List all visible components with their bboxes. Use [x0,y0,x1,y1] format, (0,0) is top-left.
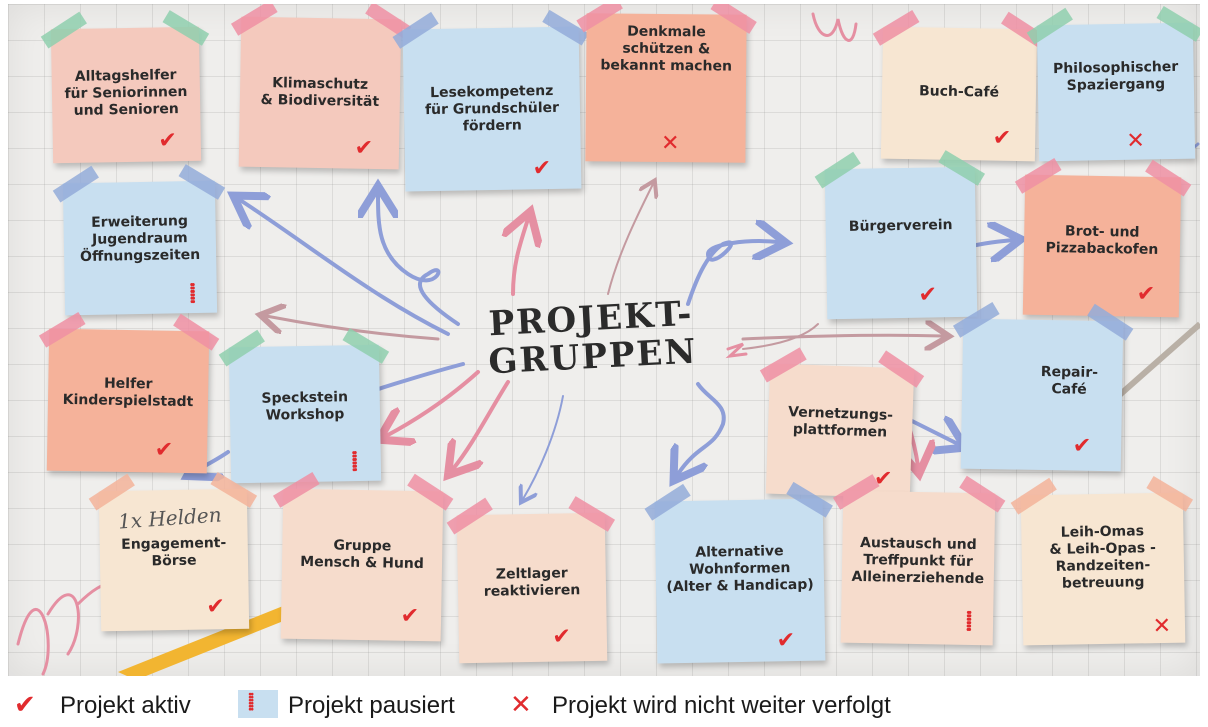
center-title: PROJEKT- GRUPPEN [480,294,704,383]
active-check-icon: ✔ [206,594,226,620]
paused-dots-icon: ⸽⸽ [189,283,193,305]
arrow-mensch-hund [386,370,480,436]
note-title: Denkmale schützen & bekannt machen [600,23,733,75]
note-jugendraum: Erweiterung Jugendraum Öffnungszeiten ⸽⸽ [52,164,226,316]
paused-dots-icon: ⸽⸽ [351,451,356,473]
note-vernetzung: Vernetzungs- plattformen ✔ [759,347,925,499]
note-title: Philosophischer Spaziergang [1052,58,1179,94]
stopped-cross-icon: ✕ [1152,613,1172,640]
arrow-vernetzung [742,323,819,350]
note-austausch: Austausch und Treffpunkt für Alleinerzie… [832,474,1006,646]
stopped-cross-icon: ✕ [1126,128,1146,154]
doodle-top [811,12,858,42]
active-check-icon: ✔ [354,135,374,161]
note-helfer: Helfer Kinderspielstadt ✔ [38,311,220,474]
note-philosophisch: Philosophischer Spaziergang ✕ [1026,6,1200,162]
legend-active-label: Projekt aktiv [60,692,191,719]
note-title: Engagement- Börse [121,535,227,570]
paused-dots-icon: ⸽⸽ [965,610,970,632]
note-speckstein: Speckstein Workshop ⸽⸽ [218,328,390,484]
note-title: Alternative Wohnformen (Alter & Handicap… [666,543,814,596]
active-check-icon: ✔ [918,282,938,308]
note-zeltlager: Zeltlager reaktivieren ✔ [446,496,616,664]
legend-stopped-label: Projekt wird nicht weiter verfolgt [552,692,891,719]
note-title: Zeltlager reaktivieren [483,565,581,600]
arrow-klimaschutz [378,194,460,326]
arrow-zeltlager [523,395,564,499]
note-wohnformen: Alternative Wohnformen (Alter & Handicap… [644,481,833,664]
note-leihomas: Leih-Omas & Leih-Opas - Randzeiten- betr… [1010,475,1194,646]
note-alltagshelfer: Alltagshelfer für Seniorinnen und Senior… [40,10,210,164]
note-title: Austausch und Treffpunkt für Alleinerzie… [851,534,985,588]
note-title: Speckstein Workshop [261,389,349,424]
arrow-lesekompetenz [513,219,528,296]
note-title: Bürgerverein [848,217,953,235]
active-check-icon: ✔ [154,437,174,463]
arrow-helfer [266,316,440,341]
note-title: Leih-Omas & Leih-Opas - Randzeiten- betr… [1049,523,1157,592]
note-buchcafe: Buch-Café ✔ [872,10,1048,162]
arrow-zigzag [725,342,748,359]
note-title: Helfer Kinderspielstadt [62,375,194,411]
active-check-icon: ✔ [158,128,178,154]
stopped-cross-icon: ✕ [510,690,532,720]
active-check-icon: ✔ [532,155,552,182]
note-lesekompetenz: Lesekompetenz für Grundschüler fördern ✔ [392,9,589,192]
arrow-jugendraum [240,200,450,336]
active-check-icon: ✔ [1136,281,1156,307]
note-buergerverein: Bürgerverein ✔ [814,150,986,320]
arrow-repair [741,335,943,339]
paused-dots-icon [238,690,278,718]
active-check-icon: ✔ [1072,433,1092,459]
note-title: Klimaschutz & Biodiversität [260,75,380,111]
note-title: Buch-Café [918,83,1000,101]
note-brot: Brot- und Pizzabackofen ✔ [1014,158,1192,318]
note-title: Vernetzungs- plattformen [787,404,894,441]
note-title: Repair- Café [1040,363,1099,398]
note-mensch-hund: Gruppe Mensch & Hund ✔ [272,471,454,642]
paused-dots-glyph: ⸽⸽ [248,692,254,711]
active-check-icon: ✔ [400,603,420,630]
legend-paused-label: Projekt pausiert [288,692,455,719]
doodle-left [16,580,115,676]
active-check-icon: ✔ [552,624,572,650]
note-title: Gruppe Mensch & Hund [300,537,424,573]
note-title: Erweiterung Jugendraum Öffnungszeiten [79,213,201,266]
active-check-icon: ✔ [992,125,1012,151]
arrow-mensch-hund-2 [453,380,510,469]
arrow-wohnformen [678,382,726,474]
mindmap-board: Alltagshelfer für Seniorinnen und Senior… [8,4,1200,676]
stopped-cross-icon: ✕ [660,130,680,157]
active-check-icon: ✔ [14,690,36,720]
arrow-denkmale [607,184,653,295]
active-check-icon: ✔ [776,628,796,654]
note-title: Alltagshelfer für Seniorinnen und Senior… [64,67,188,119]
note-title: Brot- und Pizzabackofen [1045,223,1159,258]
arrow-buergerverein [686,241,778,306]
legend: ✔ Projekt aktiv ⸽⸽ Projekt pausiert ✕ Pr… [0,684,1208,727]
note-klimaschutz: Klimaschutz & Biodiversität ✔ [230,4,412,170]
note-repair: Repair- Café ✔ [952,301,1134,472]
note-title: Lesekompetenz für Grundschüler fördern [424,82,560,135]
note-denkmale: Denkmale schützen & bekannt machen ✕ [576,4,757,163]
